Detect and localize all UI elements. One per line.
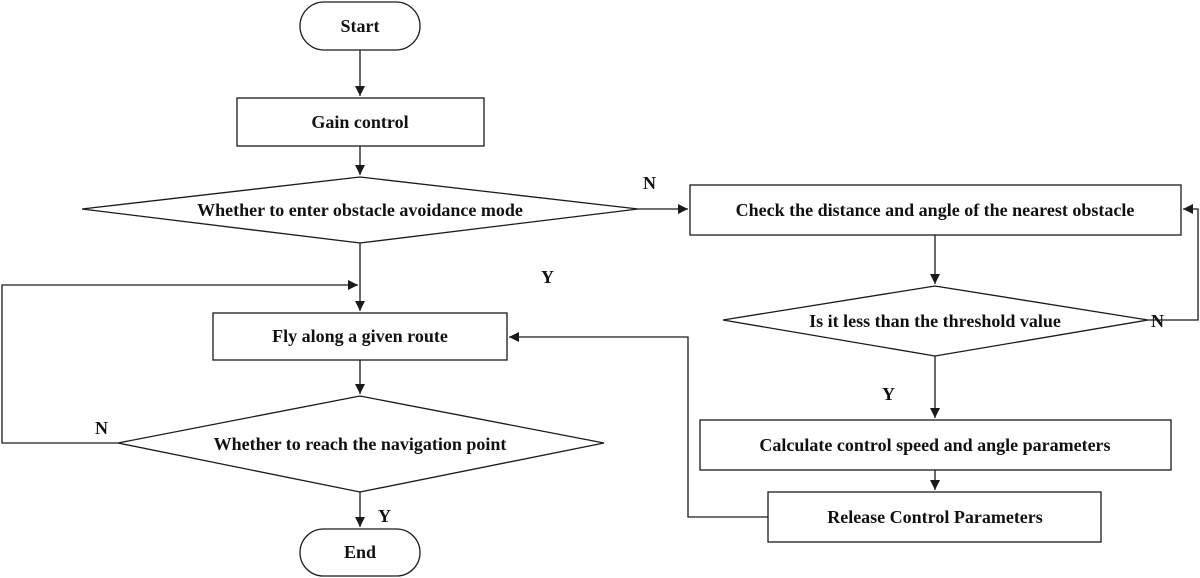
node-threshold-label: Is it less than the threshold value bbox=[809, 311, 1061, 331]
label-mode-yes: Y bbox=[541, 267, 554, 287]
node-calc-params-label: Calculate control speed and angle parame… bbox=[759, 435, 1110, 455]
node-check-distance-label: Check the distance and angle of the near… bbox=[736, 200, 1135, 220]
node-end-label: End bbox=[344, 542, 376, 562]
node-enter-mode-label: Whether to enter obstacle avoidance mode bbox=[197, 200, 523, 220]
node-end: End bbox=[299, 528, 421, 577]
node-reach-point-label: Whether to reach the navigation point bbox=[214, 434, 507, 454]
node-start: Start bbox=[299, 1, 421, 51]
label-mode-no: N bbox=[643, 173, 656, 193]
node-reach-point: Whether to reach the navigation point bbox=[117, 395, 605, 493]
edge-reach-no-loop bbox=[1, 280, 358, 444]
edges bbox=[1, 50, 1199, 527]
node-gain-control-label: Gain control bbox=[311, 112, 408, 132]
edge-threshold-no-loop bbox=[1148, 204, 1199, 321]
node-check-distance: Check the distance and angle of the near… bbox=[689, 184, 1182, 236]
edge-release-to-fly bbox=[509, 332, 768, 518]
node-release-params: Release Control Parameters bbox=[767, 491, 1102, 543]
label-threshold-yes: Y bbox=[882, 384, 895, 404]
node-fly-route: Fly along a given route bbox=[212, 312, 508, 361]
node-start-label: Start bbox=[341, 16, 380, 36]
label-threshold-no: N bbox=[1151, 311, 1164, 331]
node-enter-mode: Whether to enter obstacle avoidance mode bbox=[81, 176, 639, 244]
node-release-params-label: Release Control Parameters bbox=[827, 507, 1043, 527]
edge-labels: N Y N Y N Y bbox=[95, 173, 1164, 526]
label-reach-yes: Y bbox=[378, 506, 391, 526]
node-calc-params: Calculate control speed and angle parame… bbox=[699, 419, 1172, 471]
node-threshold: Is it less than the threshold value bbox=[722, 285, 1149, 357]
node-gain-control: Gain control bbox=[236, 97, 485, 147]
node-fly-route-label: Fly along a given route bbox=[272, 326, 448, 346]
label-reach-no: N bbox=[95, 418, 108, 438]
